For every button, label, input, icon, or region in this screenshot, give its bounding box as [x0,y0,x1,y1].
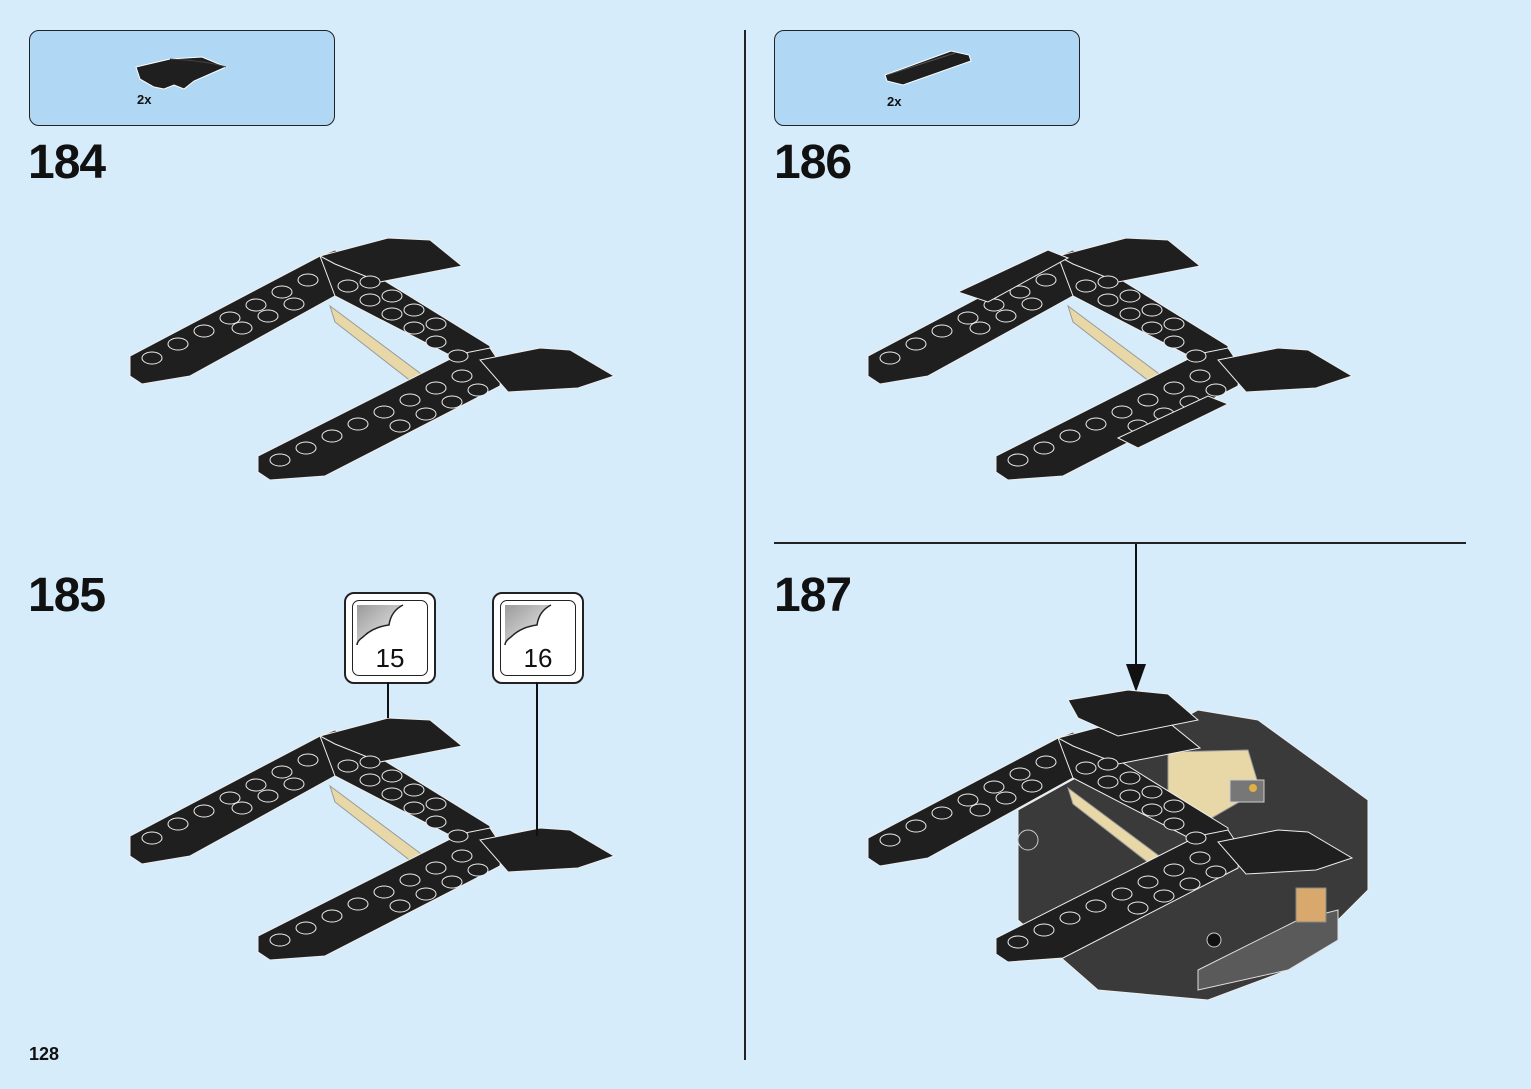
step-number: 184 [28,136,106,189]
sticker-callout-15: 15 [344,592,436,684]
part-quantity: 2x [137,92,152,107]
sticker-frame [352,600,428,676]
parts-box-step-186: 2x [774,30,1080,126]
sticker-peel-icon [356,604,404,646]
curved-slope-part-icon [135,56,228,90]
step-185-model [129,717,615,961]
step-187-model [867,689,1369,1001]
tile-part-icon [884,50,972,86]
sticker-number: 16 [523,643,553,673]
sticker-number: 15 [375,643,405,673]
assembly-arrow [1126,544,1146,692]
step-number: 185 [28,569,106,622]
vertical-divider [744,30,746,1060]
sticker-peel-icon [504,604,552,646]
page-number: 128 [29,1044,60,1064]
step-number: 187 [774,569,852,622]
sticker-frame [500,600,576,676]
part-quantity: 2x [887,94,902,109]
step-184-model [129,237,615,481]
step-186-model [867,237,1353,481]
sticker-callout-16: 16 [492,592,584,684]
parts-box-step-184: 2x [29,30,335,126]
horizontal-divider [774,542,1466,544]
step-number: 186 [774,136,852,189]
